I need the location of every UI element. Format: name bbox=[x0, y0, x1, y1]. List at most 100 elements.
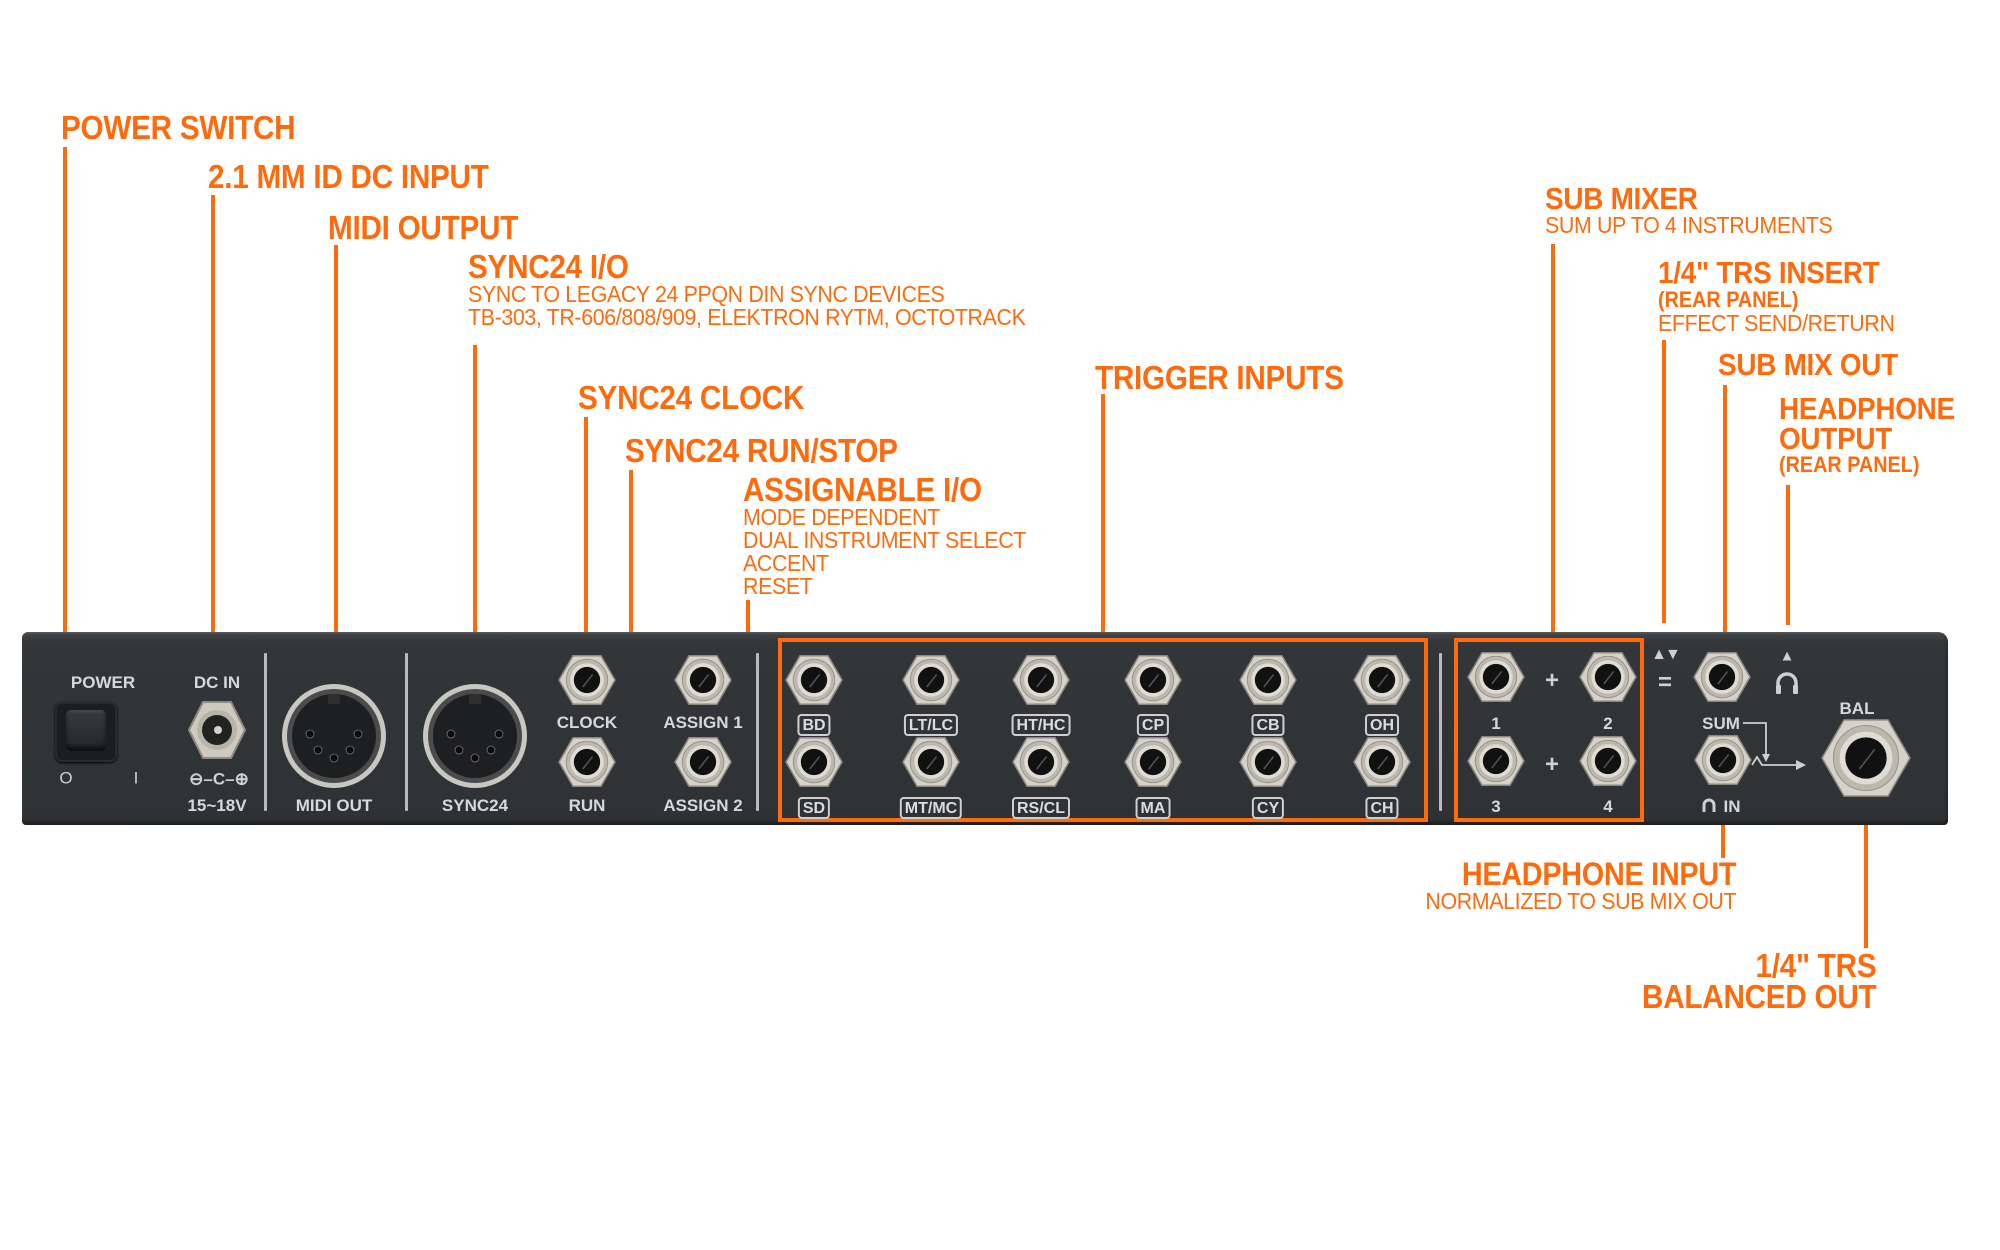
callout-headphone-output: HEADPHONE OUTPUT (REAR PANEL) bbox=[1779, 391, 1974, 477]
trigger-label-rs-cl: RS/CL bbox=[1012, 797, 1070, 819]
callout-headphone-input: HEADPHONE INPUT NORMALIZED TO SUB MIX OU… bbox=[1402, 858, 1736, 913]
callout-balanced-out: 1/4" TRS BALANCED OUT bbox=[1616, 947, 1877, 1015]
callout-note: (REAR PANEL) bbox=[1779, 452, 1920, 477]
callout-title: ASSIGNABLE I/O bbox=[743, 471, 982, 508]
trigger-jack-ch[interactable] bbox=[1350, 730, 1414, 794]
equals-sign: = bbox=[1657, 669, 1673, 696]
sub-mixer-highlight-box bbox=[1454, 638, 1644, 822]
callout-subtext: RESET bbox=[743, 573, 813, 599]
trigger-label-lt-lc: LT/LC bbox=[903, 714, 959, 736]
sub-input-1-jack[interactable] bbox=[1464, 645, 1528, 709]
assign1-label: ASSIGN 1 bbox=[663, 713, 743, 732]
callout-dc-input: 2.1 MM ID DC INPUT bbox=[208, 160, 520, 193]
sub-input-3-jack[interactable] bbox=[1464, 729, 1528, 793]
assign1-jack[interactable] bbox=[671, 648, 735, 712]
trigger-jack-lt-lc[interactable] bbox=[899, 648, 963, 712]
dc-polarity-icon: ⊖–C–⊕ bbox=[189, 769, 249, 789]
callout-title: SYNC24 RUN/STOP bbox=[625, 432, 898, 469]
callout-title: SYNC24 I/O bbox=[468, 248, 629, 285]
trigger-jack-cb[interactable] bbox=[1236, 648, 1300, 712]
callout-sub-mix-out: SUB MIX OUT bbox=[1718, 349, 1918, 380]
callout-assignable-io: ASSIGNABLE I/O MODE DEPENDENT DUAL INSTR… bbox=[743, 473, 1047, 598]
sub-input-2-jack[interactable] bbox=[1576, 645, 1640, 709]
callout-title: 2.1 MM ID DC INPUT bbox=[208, 158, 489, 195]
callout-trigger-inputs: TRIGGER INPUTS bbox=[1095, 361, 1371, 394]
leader-line-dc-input bbox=[211, 195, 215, 663]
dc-in-jack[interactable] bbox=[185, 698, 249, 762]
assign2-label: ASSIGN 2 bbox=[663, 796, 743, 815]
clock-label: CLOCK bbox=[556, 713, 618, 732]
panel-divider bbox=[1439, 653, 1442, 811]
power-switch[interactable] bbox=[55, 702, 117, 762]
leader-line-midi-output bbox=[334, 245, 338, 678]
trigger-label-sd: SD bbox=[797, 797, 831, 819]
clock-jack[interactable] bbox=[555, 648, 619, 712]
callout-midi-output: MIDI OUTPUT bbox=[328, 211, 539, 244]
trigger-jack-oh[interactable] bbox=[1350, 648, 1414, 712]
callout-title: MIDI OUTPUT bbox=[328, 209, 519, 246]
headphone-in-label: IN bbox=[1723, 797, 1741, 816]
assign2-jack[interactable] bbox=[671, 730, 735, 794]
run-jack[interactable] bbox=[555, 730, 619, 794]
headphone-icon bbox=[1776, 672, 1798, 694]
midi-out-din-connector[interactable] bbox=[280, 682, 388, 790]
callout-title: TRIGGER INPUTS bbox=[1095, 359, 1344, 396]
leader-line-insert bbox=[1662, 340, 1666, 623]
trigger-label-oh: OH bbox=[1365, 714, 1399, 736]
trigger-label-cp: CP bbox=[1136, 714, 1170, 736]
insert-send-return-icon: ▲▼ bbox=[1651, 646, 1681, 663]
callout-sync24-clock: SYNC24 CLOCK bbox=[578, 381, 829, 414]
trigger-jack-rs-cl[interactable] bbox=[1009, 730, 1073, 794]
plus-sign: + bbox=[1544, 667, 1560, 694]
callout-title: SUB MIX OUT bbox=[1718, 347, 1898, 382]
power-rocker[interactable] bbox=[66, 710, 106, 751]
sub-input-2-label: 2 bbox=[1603, 714, 1613, 733]
sub-mix-out-jack[interactable] bbox=[1690, 645, 1754, 709]
trigger-jack-mt-mc[interactable] bbox=[899, 730, 963, 794]
panel-divider bbox=[405, 653, 408, 811]
headphone-in-icon bbox=[1702, 798, 1716, 812]
callout-sync24-io: SYNC24 I/O SYNC TO LEGACY 24 PPQN DIN SY… bbox=[468, 250, 1067, 329]
trigger-jack-cp[interactable] bbox=[1121, 648, 1185, 712]
callout-subtext: MODE DEPENDENT bbox=[743, 504, 940, 530]
trigger-label-ch: CH bbox=[1365, 797, 1399, 819]
trigger-jack-sd[interactable] bbox=[782, 730, 846, 794]
sub-input-4-jack[interactable] bbox=[1576, 729, 1640, 793]
callout-title: HEADPHONE INPUT bbox=[1461, 856, 1737, 892]
panel-divider bbox=[756, 653, 759, 811]
trigger-label-ma: MA bbox=[1135, 797, 1171, 819]
sub-input-3-label: 3 bbox=[1491, 797, 1501, 816]
balanced-out-jack[interactable] bbox=[1818, 710, 1914, 806]
callout-trs-insert: 1/4" TRS INSERT (REAR PANEL) EFFECT SEND… bbox=[1658, 257, 1912, 335]
leader-line-power bbox=[63, 147, 67, 695]
callout-title: SYNC24 CLOCK bbox=[578, 379, 805, 416]
leader-line-sub-mix-out bbox=[1723, 385, 1727, 649]
sum-label: SUM bbox=[1702, 714, 1740, 733]
bal-label: BAL bbox=[1839, 699, 1875, 718]
dc-in-label: DC IN bbox=[193, 673, 241, 692]
sync24-din-connector[interactable] bbox=[421, 682, 529, 790]
callout-title: BALANCED OUT bbox=[1641, 978, 1877, 1015]
leader-line-sub-mixer bbox=[1551, 244, 1555, 640]
callout-title: POWER SWITCH bbox=[61, 109, 296, 146]
trigger-jack-bd[interactable] bbox=[782, 648, 846, 712]
callout-sync24-run-stop: SYNC24 RUN/STOP bbox=[625, 434, 928, 467]
trigger-label-ht-hc: HT/HC bbox=[1011, 714, 1071, 736]
callout-subtext: DUAL INSTRUMENT SELECT bbox=[743, 527, 1027, 553]
trigger-label-cb: CB bbox=[1251, 714, 1285, 736]
trigger-jack-ht-hc[interactable] bbox=[1009, 648, 1073, 712]
callout-title: HEADPHONE bbox=[1779, 391, 1955, 426]
leader-line-clock bbox=[584, 417, 588, 641]
trigger-jack-cy[interactable] bbox=[1236, 730, 1300, 794]
callout-title: 1/4" TRS INSERT bbox=[1658, 255, 1880, 290]
headphone-in-jack[interactable] bbox=[1691, 728, 1755, 792]
callout-subtext: SUM UP TO 4 INSTRUMENTS bbox=[1545, 212, 1833, 238]
sub-input-1-label: 1 bbox=[1491, 714, 1501, 733]
dc-voltage-label: 15~18V bbox=[187, 796, 247, 815]
callout-title: 1/4" TRS bbox=[1755, 947, 1876, 984]
callout-title: OUTPUT bbox=[1779, 421, 1893, 456]
trigger-jack-ma[interactable] bbox=[1121, 730, 1185, 794]
leader-line-run bbox=[629, 470, 633, 763]
leader-line-headphone-input bbox=[1721, 820, 1725, 858]
plus-sign: + bbox=[1544, 751, 1560, 778]
